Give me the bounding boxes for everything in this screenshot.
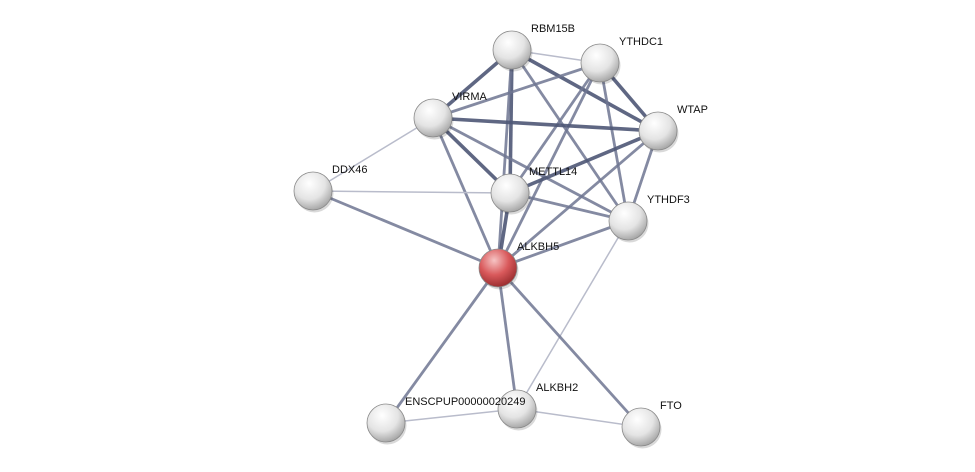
node-enscpup00000020249[interactable] — [366, 403, 407, 445]
edge-ddx46-mettl14[interactable] — [312, 190, 511, 194]
node-alkbh2[interactable] — [497, 389, 538, 431]
edge-virma-ythdf3[interactable] — [432, 116, 629, 223]
nodes-layer — [293, 30, 679, 449]
node-sphere[interactable] — [638, 111, 678, 151]
node-sphere[interactable] — [580, 43, 620, 83]
node-rbm15b[interactable] — [492, 30, 533, 72]
node-ythdf3[interactable] — [608, 201, 649, 243]
edge-rbm15b-alkbh5[interactable] — [496, 49, 514, 269]
edge-ythdc1-mettl14[interactable] — [508, 62, 602, 194]
edge-ddx46-alkbh5[interactable] — [312, 189, 499, 270]
edge-mettl14-ythdf3[interactable] — [509, 191, 629, 223]
edge-ythdf3-alkbh5[interactable] — [497, 219, 629, 270]
node-sphere[interactable] — [413, 98, 453, 138]
node-sphere[interactable] — [492, 30, 532, 70]
node-label: ALKBH5 — [517, 241, 559, 253]
node-label: WTAP — [677, 104, 708, 116]
node-sphere[interactable] — [293, 171, 333, 211]
node-wtap[interactable] — [638, 111, 679, 153]
node-sphere[interactable] — [497, 389, 537, 429]
edge-virma-wtap[interactable] — [432, 116, 659, 133]
node-label: YTHDC1 — [619, 36, 663, 48]
edge-ythdf3-alkbh2[interactable] — [516, 220, 629, 410]
node-virma[interactable] — [413, 98, 454, 140]
node-mettl14[interactable] — [490, 173, 531, 215]
node-label: METTL14 — [529, 166, 577, 178]
node-label: YTHDF3 — [647, 194, 690, 206]
edge-ythdc1-ythdf3[interactable] — [598, 62, 630, 222]
node-ddx46[interactable] — [293, 171, 334, 213]
node-sphere[interactable] — [608, 201, 648, 241]
node-alkbh5[interactable] — [478, 248, 519, 290]
node-label: DDX46 — [332, 164, 367, 176]
edge-enscpup00000020249-alkbh2[interactable] — [385, 408, 518, 424]
edge-alkbh2-fto[interactable] — [516, 408, 642, 428]
node-sphere[interactable] — [490, 173, 530, 213]
edge-virma-ddx46[interactable] — [312, 117, 434, 192]
edge-wtap-mettl14[interactable] — [509, 129, 659, 195]
node-label: ENSCPUP00000020249 — [405, 396, 525, 408]
edge-ythdc1-virma[interactable] — [432, 61, 601, 120]
node-label: RBM15B — [531, 23, 575, 35]
edges-layer — [312, 48, 660, 428]
node-label: ALKBH2 — [536, 382, 578, 394]
edge-alkbh5-enscpup00000020249[interactable] — [384, 267, 500, 424]
node-label: FTO — [660, 400, 682, 412]
node-label: VIRMA — [452, 91, 488, 103]
edge-ythdc1-alkbh5[interactable] — [496, 62, 602, 269]
edge-alkbh5-fto[interactable] — [496, 267, 643, 428]
node-sphere[interactable] — [366, 403, 406, 443]
edge-wtap-alkbh5[interactable] — [497, 129, 659, 270]
node-sphere[interactable] — [478, 248, 518, 288]
edge-alkbh5-alkbh2[interactable] — [496, 267, 519, 410]
edge-rbm15b-ythdf3[interactable] — [510, 49, 630, 222]
node-sphere[interactable] — [621, 407, 661, 447]
node-fto[interactable] — [621, 407, 662, 449]
node-ythdc1[interactable] — [580, 43, 621, 85]
